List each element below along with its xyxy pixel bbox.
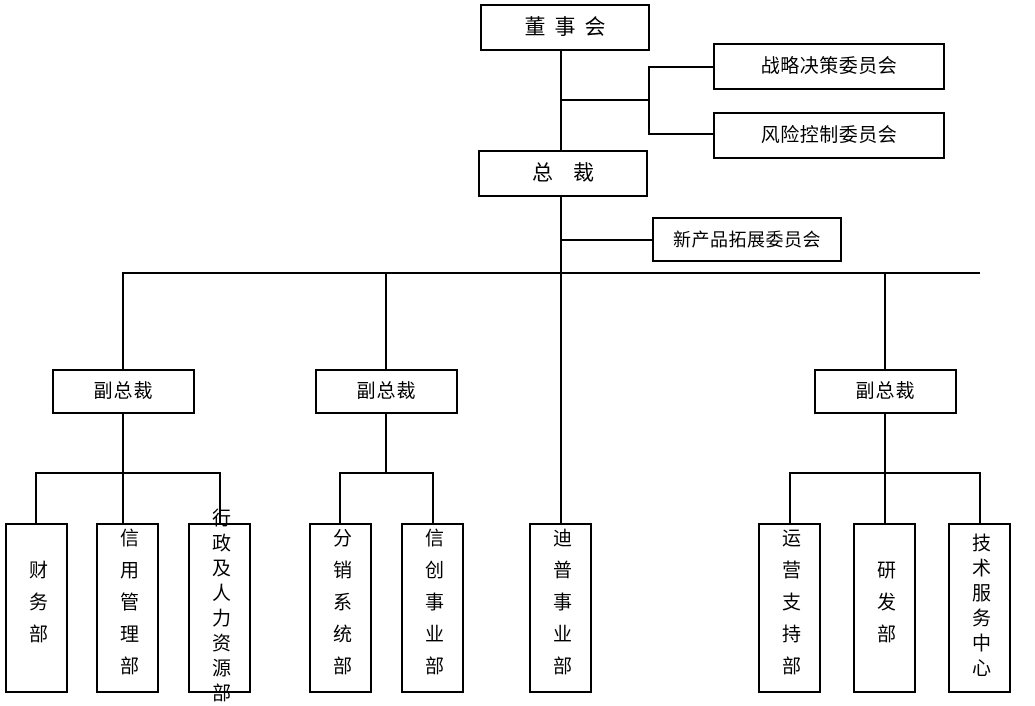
connector-president-to-new-product-committee bbox=[560, 239, 653, 241]
connector-bracket-to-strategy-committee bbox=[648, 66, 714, 68]
connector-vp3-to-tech-service-center bbox=[979, 472, 981, 524]
node-credit-management-department-label: 信用管理部 bbox=[117, 528, 139, 688]
node-vice-president-1-label: 副总裁 bbox=[93, 381, 154, 402]
node-operation-support-department[interactable]: 运营支持部 bbox=[758, 523, 821, 693]
node-risk-committee-label: 风险控制委员会 bbox=[760, 125, 898, 146]
node-president-label: 总裁 bbox=[532, 161, 614, 185]
node-strategy-committee-label: 战略决策委员会 bbox=[760, 56, 898, 77]
node-xinchuang-division[interactable]: 信创事业部 bbox=[401, 523, 464, 693]
node-rnd-department-label: 研发部 bbox=[874, 560, 896, 656]
node-xinchuang-division-label: 信创事业部 bbox=[422, 528, 444, 688]
node-board-of-directors-label: 董事会 bbox=[524, 15, 615, 39]
node-dptech-division-label: 迪普事业部 bbox=[550, 528, 572, 688]
connector-vp1-to-admin-hr bbox=[219, 472, 221, 524]
node-finance-department-label: 财务部 bbox=[26, 560, 48, 656]
connector-bus-to-vp1 bbox=[122, 272, 124, 370]
node-rnd-department[interactable]: 研发部 bbox=[853, 523, 916, 693]
node-operation-support-department-label: 运营支持部 bbox=[779, 528, 801, 688]
node-vice-president-1[interactable]: 副总裁 bbox=[52, 369, 195, 414]
node-distribution-system-department-label: 分销系统部 bbox=[330, 528, 352, 688]
connector-vp2-to-xinchuang-division bbox=[432, 472, 434, 524]
node-admin-hr-department-label: 行政及人力资源部 bbox=[209, 508, 231, 706]
connector-main-bus bbox=[122, 272, 980, 274]
connector-bus-to-vp3 bbox=[884, 272, 886, 370]
connector-vp2-stem bbox=[385, 413, 387, 474]
connector-vp1-bus bbox=[35, 472, 221, 474]
connector-vp3-to-operation-support bbox=[789, 472, 791, 524]
node-risk-committee[interactable]: 风险控制委员会 bbox=[713, 112, 945, 159]
connector-bracket-to-risk-committee bbox=[648, 133, 714, 135]
connector-vp2-to-distribution-system bbox=[339, 472, 341, 524]
node-board-of-directors[interactable]: 董事会 bbox=[480, 4, 650, 51]
connector-vp3-to-rnd bbox=[884, 472, 886, 524]
node-tech-service-center[interactable]: 技术服务中心 bbox=[948, 523, 1011, 693]
connector-vp1-stem bbox=[122, 413, 124, 474]
node-finance-department[interactable]: 财务部 bbox=[5, 523, 68, 693]
node-dptech-division[interactable]: 迪普事业部 bbox=[529, 523, 592, 693]
node-new-product-committee[interactable]: 新产品拓展委员会 bbox=[652, 217, 842, 262]
node-distribution-system-department[interactable]: 分销系统部 bbox=[309, 523, 372, 693]
connector-president-trunk bbox=[560, 196, 562, 526]
connector-board-to-committee-bracket bbox=[560, 99, 650, 101]
connector-vp2-bus bbox=[339, 472, 434, 474]
connector-bus-to-vp2 bbox=[385, 272, 387, 370]
connector-vp1-to-credit-management bbox=[122, 472, 124, 524]
node-vice-president-2-label: 副总裁 bbox=[356, 381, 417, 402]
node-vice-president-3-label: 副总裁 bbox=[855, 381, 916, 402]
connector-vp3-stem bbox=[884, 413, 886, 474]
node-credit-management-department[interactable]: 信用管理部 bbox=[96, 523, 159, 693]
connector-vp1-to-finance bbox=[35, 472, 37, 524]
node-vice-president-3[interactable]: 副总裁 bbox=[814, 369, 957, 414]
node-admin-hr-department[interactable]: 行政及人力资源部 bbox=[188, 508, 251, 706]
node-president[interactable]: 总裁 bbox=[478, 150, 648, 197]
node-new-product-committee-label: 新产品拓展委员会 bbox=[673, 229, 821, 250]
node-vice-president-2[interactable]: 副总裁 bbox=[315, 369, 458, 414]
node-tech-service-center-label: 技术服务中心 bbox=[969, 533, 991, 683]
node-strategy-committee[interactable]: 战略决策委员会 bbox=[713, 43, 945, 90]
connector-committee-bracket-vertical bbox=[648, 66, 650, 134]
